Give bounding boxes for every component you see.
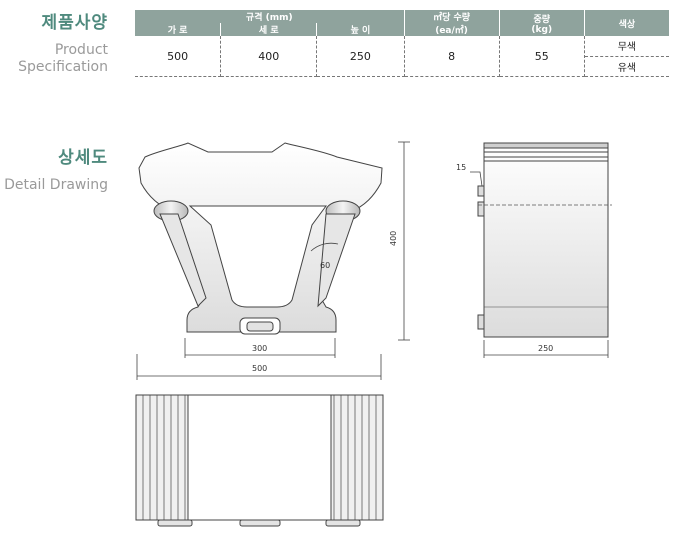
header-qty: ㎡당 수량(ea/㎡) bbox=[403, 10, 500, 36]
table-row: 500 400 250 8 55 무색 유색 bbox=[135, 36, 669, 77]
detail-title-ko: 상세도 bbox=[58, 148, 108, 168]
header-weight: 중량(kg) bbox=[498, 10, 585, 36]
cell-qty: 8 bbox=[404, 36, 500, 77]
subheader-height: 높 이 bbox=[316, 23, 405, 36]
cell-width: 500 bbox=[135, 36, 222, 77]
header-color: 색상 bbox=[583, 10, 669, 36]
cell-weight: 55 bbox=[499, 36, 585, 77]
cell-length: 400 bbox=[220, 36, 318, 77]
spec-title-ko: 제품사양 bbox=[41, 13, 108, 33]
angle-label: 60 bbox=[320, 261, 330, 270]
detail-title-en: Detail Drawing bbox=[4, 177, 108, 193]
side-width-dimension bbox=[483, 340, 609, 358]
plan-view bbox=[135, 394, 384, 527]
spec-table: 규격 (mm) ㎡당 수량(ea/㎡) 중량(kg) 색상 가 로 세 로 높 … bbox=[135, 10, 669, 77]
side-width-label: 250 bbox=[538, 344, 553, 353]
spec-title-en-2: Specification bbox=[18, 59, 108, 75]
side-top-label: 15 bbox=[456, 163, 466, 172]
color-option-1: 무색 bbox=[584, 36, 669, 57]
side-top-leader bbox=[470, 171, 483, 187]
total-width-label: 500 bbox=[252, 364, 267, 373]
subheader-width: 가 로 bbox=[135, 23, 221, 36]
color-option-2: 유색 bbox=[617, 62, 637, 74]
bottom-width-dimension bbox=[184, 338, 336, 358]
front-view bbox=[138, 142, 383, 335]
side-view bbox=[477, 142, 609, 338]
bottom-width-label: 300 bbox=[252, 344, 267, 353]
spec-title-en-1: Product bbox=[54, 42, 108, 58]
height-dimension bbox=[398, 141, 410, 341]
subheader-length: 세 로 bbox=[220, 23, 317, 36]
angle-arc bbox=[310, 242, 339, 252]
cell-height: 250 bbox=[316, 36, 405, 77]
cell-color: 무색 유색 bbox=[584, 36, 669, 77]
total-width-dimension bbox=[136, 354, 382, 380]
height-dim-label: 400 bbox=[389, 231, 398, 246]
header-dims: 규격 (mm) bbox=[135, 10, 405, 23]
